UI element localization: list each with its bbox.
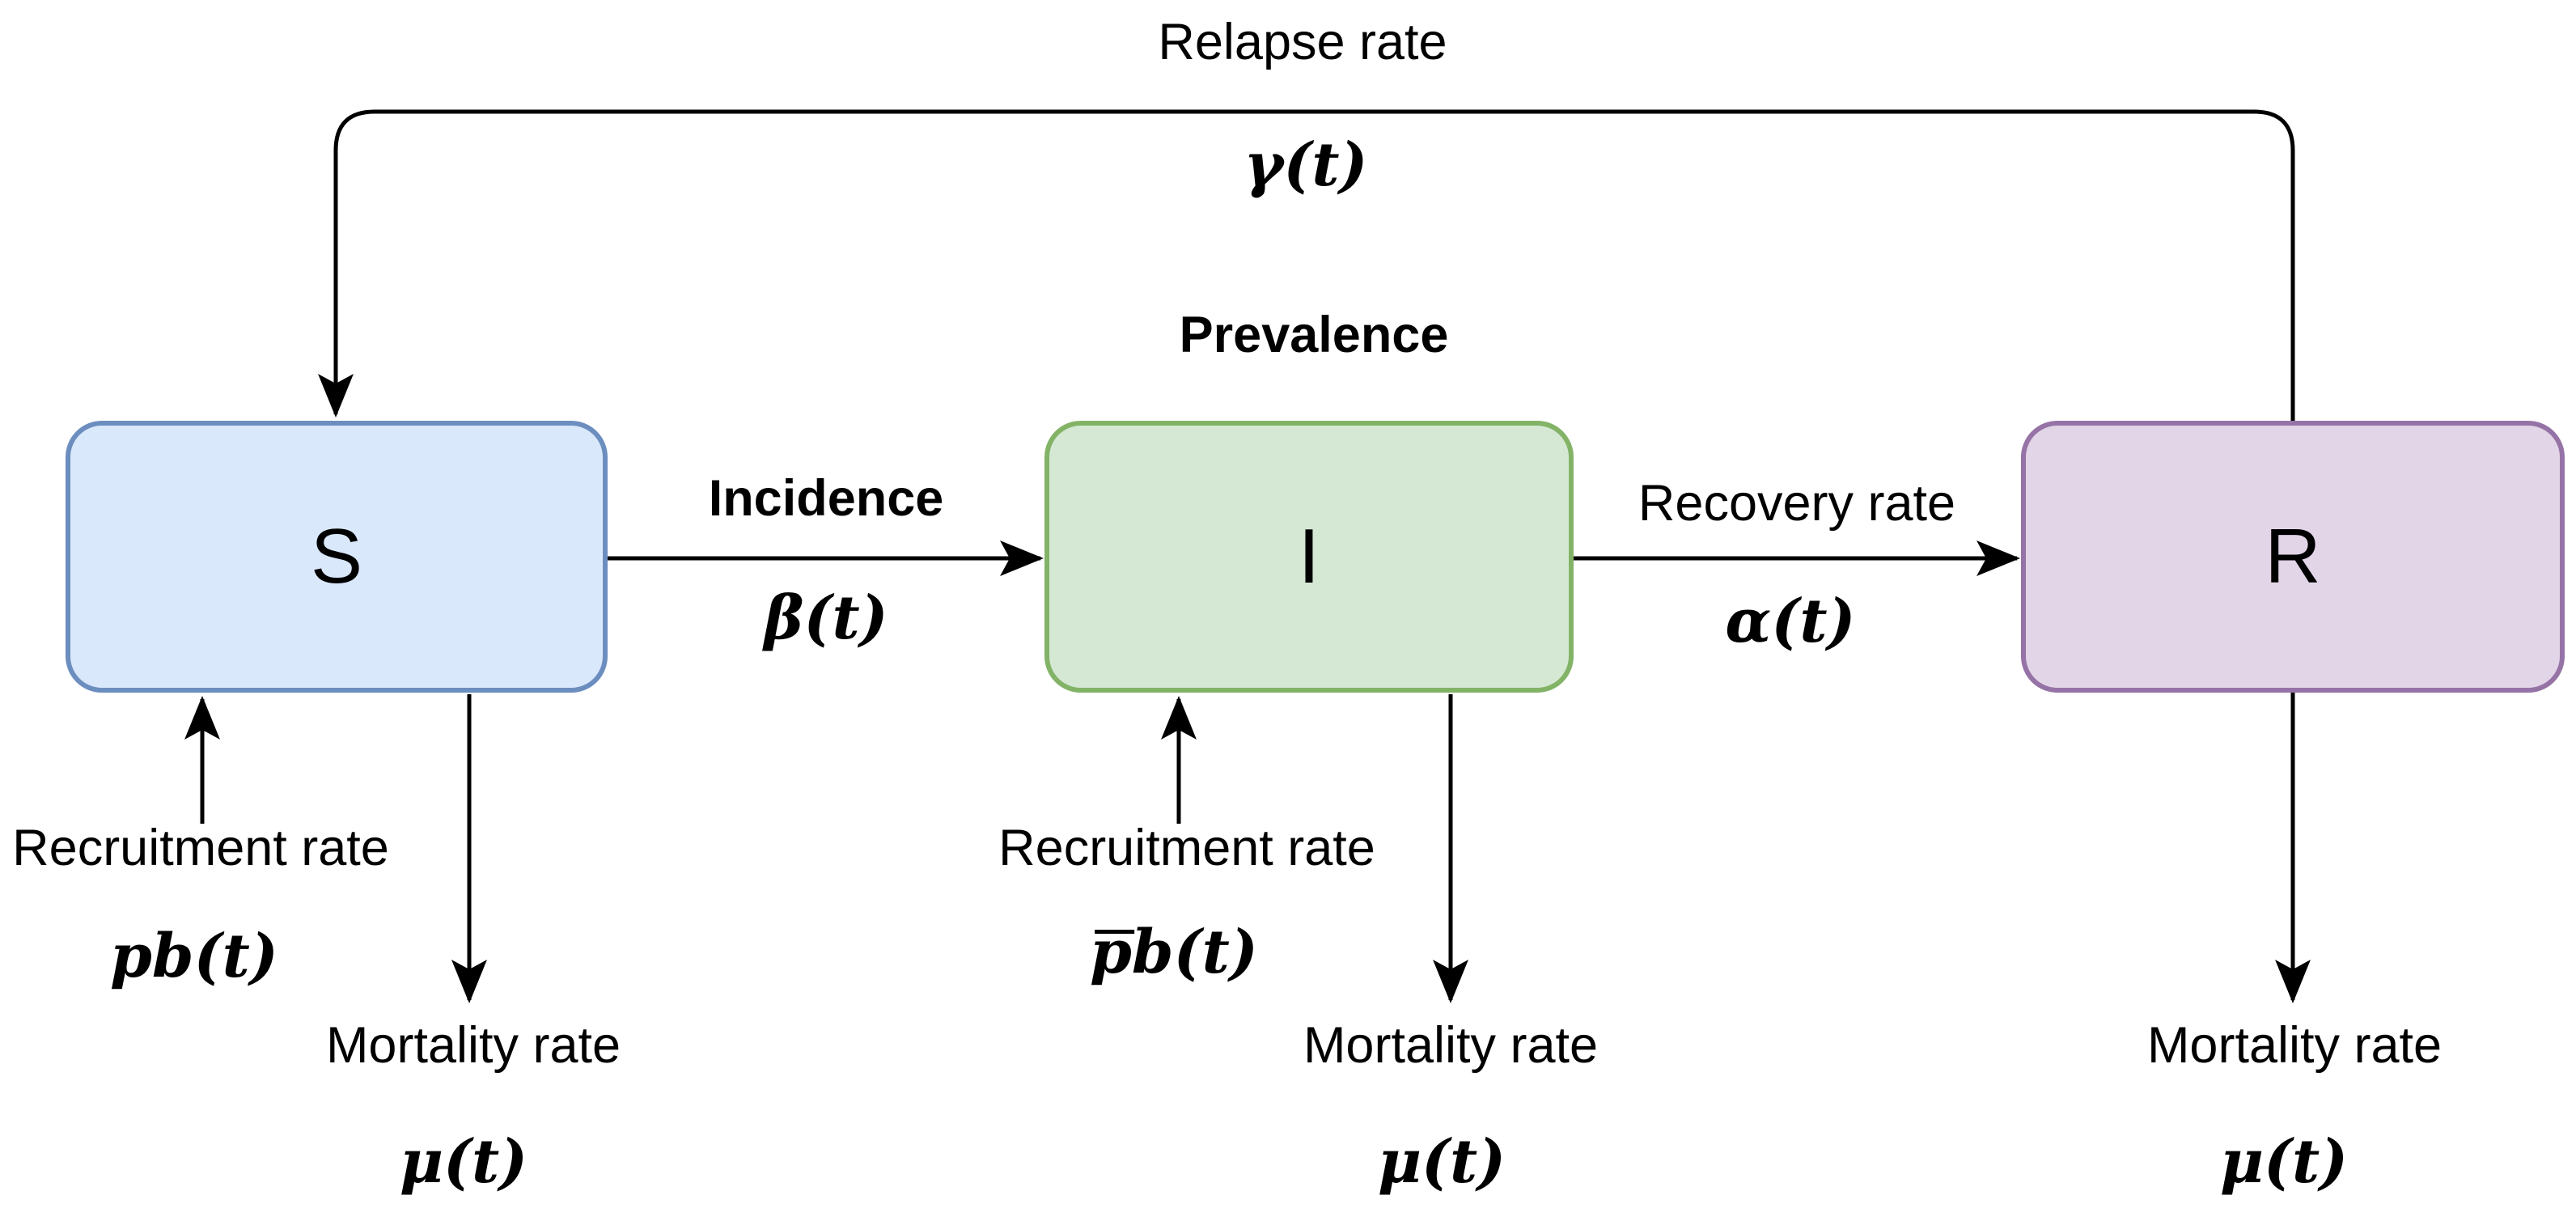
compartment-recovered: R (2021, 421, 2565, 693)
recruitment-rate-i-formula-rest: b(t) (1131, 918, 1258, 987)
compartment-r-label: R (2265, 513, 2321, 600)
compartment-susceptible: S (66, 421, 608, 693)
recruitment-rate-s-label: Recruitment rate (12, 820, 389, 876)
relapse-rate-formula: γ(t) (1244, 130, 1368, 200)
p-bar-symbol: p (1090, 915, 1134, 990)
incidence-formula: β(t) (764, 583, 888, 653)
compartment-i-label: I (1298, 513, 1320, 600)
mortality-rate-s-formula: μ(t) (399, 1127, 528, 1197)
recruitment-rate-i-label: Recruitment rate (998, 820, 1375, 876)
incidence-label: Incidence (708, 470, 944, 527)
compartment-infected: I (1044, 421, 1574, 693)
prevalence-label: Prevalence (1179, 307, 1449, 363)
recovery-rate-formula: α(t) (1725, 587, 1856, 656)
relapse-rate-label: Relapse rate (1158, 14, 1447, 70)
recruitment-rate-s-formula: pb(t) (110, 922, 278, 991)
recovery-rate-label: Recovery rate (1638, 475, 1956, 532)
mortality-rate-i-label: Mortality rate (1303, 1017, 1599, 1074)
recruitment-rate-i-formula: pb(t) (1090, 915, 1258, 990)
mortality-rate-r-label: Mortality rate (2146, 1017, 2443, 1074)
mortality-rate-s-label: Mortality rate (325, 1017, 621, 1074)
relapse-arrow (318, 109, 2295, 422)
mortality-rate-r-formula: μ(t) (2219, 1127, 2349, 1197)
mortality-rate-i-formula: μ(t) (1377, 1127, 1506, 1197)
compartment-s-label: S (310, 513, 363, 600)
